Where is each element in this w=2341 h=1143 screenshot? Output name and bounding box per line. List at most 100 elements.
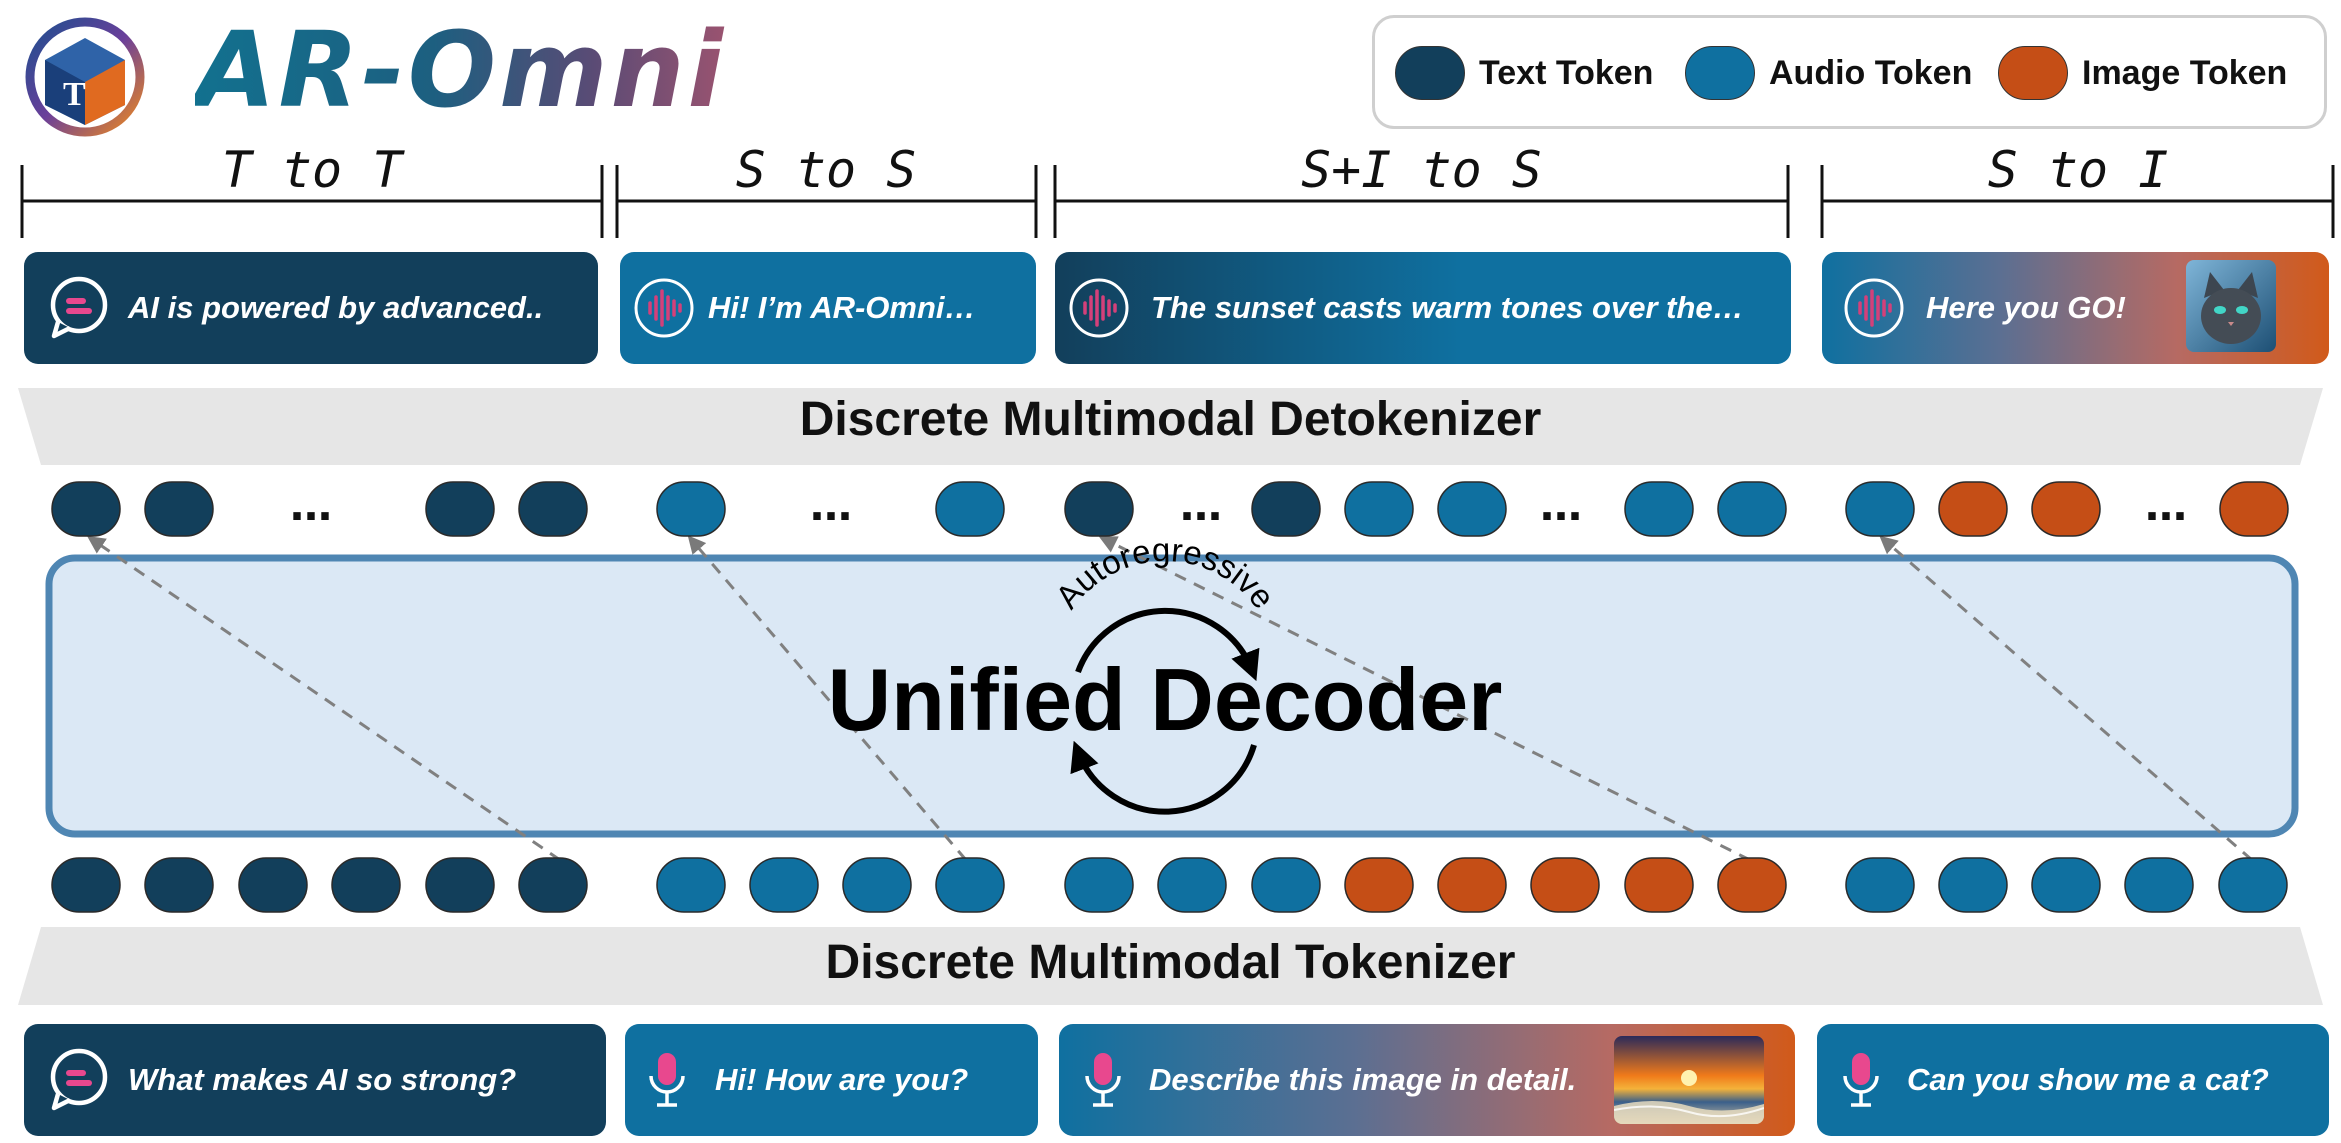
input-audio-token (1064, 857, 1134, 913)
svg-text:T: T (63, 76, 86, 113)
output-text-s-to-i: Here you GO! (1926, 290, 2126, 325)
legend-item-text: Text Token (1395, 46, 1653, 100)
output-text-token (1251, 481, 1321, 537)
token-flow-arrows (87, 535, 2253, 862)
input-image-token (1437, 857, 1507, 913)
legend-item-image: Image Token (1998, 46, 2287, 100)
app-title: AR-Omni (195, 9, 727, 131)
output-audio-token (1717, 481, 1787, 537)
flow-arrow-2 (1098, 536, 1751, 862)
sound-wave-icon (634, 278, 694, 338)
input-bubble-t-to-t: What makes AI so strong? (24, 1024, 606, 1136)
output-bubble-si-to-s: The sunset casts warm tones over the… (1055, 252, 1791, 364)
input-bubble-s-to-i: Can you show me a cat? (1817, 1024, 2329, 1136)
output-text-token (144, 481, 214, 537)
input-text-token (518, 857, 588, 913)
output-image-token (2219, 481, 2289, 537)
output-audio-token (935, 481, 1005, 537)
ar-omni-logo-icon: T (25, 17, 145, 137)
input-image-token (1624, 857, 1694, 913)
input-image-token (1530, 857, 1600, 913)
input-image-token (1717, 857, 1787, 913)
input-text-token (144, 857, 214, 913)
output-token-row: … … … … … (51, 481, 2289, 537)
task-label-si-to-s: S+I to S (1301, 141, 1542, 199)
microphone-icon (649, 1053, 685, 1107)
output-text-t-to-t: AI is powered by advanced.. (128, 290, 544, 325)
output-text-token (51, 481, 121, 537)
input-audio-token (1938, 857, 2008, 913)
input-audio-token (2031, 857, 2101, 913)
output-image-token (2031, 481, 2101, 537)
flow-arrow-3 (1879, 535, 2253, 862)
tokenizer-label: Discrete Multimodal Tokenizer (825, 936, 1516, 989)
output-bubble-t-to-t: AI is powered by advanced.. (24, 252, 598, 364)
output-ellipsis: … (290, 481, 336, 530)
output-bubble-s-to-s: Hi! I’m AR-Omni… (620, 252, 1036, 364)
input-audio-token (2218, 857, 2288, 913)
input-token-row (51, 857, 2288, 913)
task-label-t-to-t: T to T (221, 141, 403, 199)
token-legend: Text Token Audio Token Image Token (1372, 15, 2327, 129)
microphone-icon (1843, 1053, 1879, 1107)
output-text-s-to-s: Hi! I’m AR-Omni… (708, 290, 976, 325)
output-ellipsis: … (810, 481, 856, 530)
input-text-t-to-t: What makes AI so strong? (128, 1062, 517, 1097)
input-text-token (425, 857, 495, 913)
output-text-token (518, 481, 588, 537)
legend-item-audio: Audio Token (1685, 46, 1972, 100)
input-text-s-to-s: Hi! How are you? (715, 1062, 969, 1097)
chat-bubble-icon (50, 1048, 108, 1111)
output-ellipsis: … (2145, 481, 2191, 530)
input-text-token (331, 857, 401, 913)
input-bubble-si-to-s: Describe this image in detail. (1059, 1024, 1795, 1136)
input-audio-token (749, 857, 819, 913)
task-brackets (20, 165, 2335, 238)
input-text-token (51, 857, 121, 913)
flow-arrow-1 (687, 535, 968, 861)
cat-image (2186, 260, 2276, 352)
legend-label-image: Image Token (2082, 53, 2288, 92)
input-audio-token (1251, 857, 1321, 913)
tokenizer-band (18, 927, 2323, 1005)
task-label-s-to-s: S to S (735, 141, 917, 199)
output-text-si-to-s: The sunset casts warm tones over the… (1151, 290, 1744, 325)
output-text-token (425, 481, 495, 537)
output-audio-token (1437, 481, 1507, 537)
output-audio-token (656, 481, 726, 537)
output-image-token (1938, 481, 2008, 537)
flow-arrow-0 (87, 535, 561, 862)
task-label-s-to-i: S to I (1987, 141, 2169, 199)
unified-decoder-label: Unified Decoder (827, 650, 1503, 749)
legend-chip-image (1998, 46, 2068, 100)
unified-decoder-box (45, 554, 2299, 838)
sunset-beach-image (1614, 1036, 1764, 1124)
input-audio-token (656, 857, 726, 913)
input-text-si-to-s: Describe this image in detail. (1149, 1062, 1577, 1097)
input-audio-token (1157, 857, 1227, 913)
output-audio-token (1845, 481, 1915, 537)
legend-label-audio: Audio Token (1769, 53, 1973, 92)
microphone-icon (1085, 1053, 1121, 1107)
input-text-s-to-i: Can you show me a cat? (1907, 1062, 2269, 1097)
input-audio-token (2124, 857, 2194, 913)
input-text-token (238, 857, 308, 913)
input-image-token (1344, 857, 1414, 913)
output-ellipsis: … (1540, 481, 1586, 530)
input-audio-token (1845, 857, 1915, 913)
output-text-token (1064, 481, 1134, 537)
output-ellipsis: … (1180, 481, 1226, 530)
output-bubble-s-to-i: Here you GO! (1822, 252, 2329, 364)
output-audio-token (1624, 481, 1694, 537)
sound-wave-icon (1069, 278, 1129, 338)
legend-chip-text (1395, 46, 1465, 100)
legend-chip-audio (1685, 46, 1755, 100)
input-bubble-s-to-s: Hi! How are you? (625, 1024, 1038, 1136)
input-audio-token (842, 857, 912, 913)
chat-bubble-icon (50, 276, 108, 339)
output-audio-token (1344, 481, 1414, 537)
detokenizer-band (18, 388, 2323, 465)
detokenizer-label: Discrete Multimodal Detokenizer (799, 393, 1542, 446)
input-audio-token (935, 857, 1005, 913)
